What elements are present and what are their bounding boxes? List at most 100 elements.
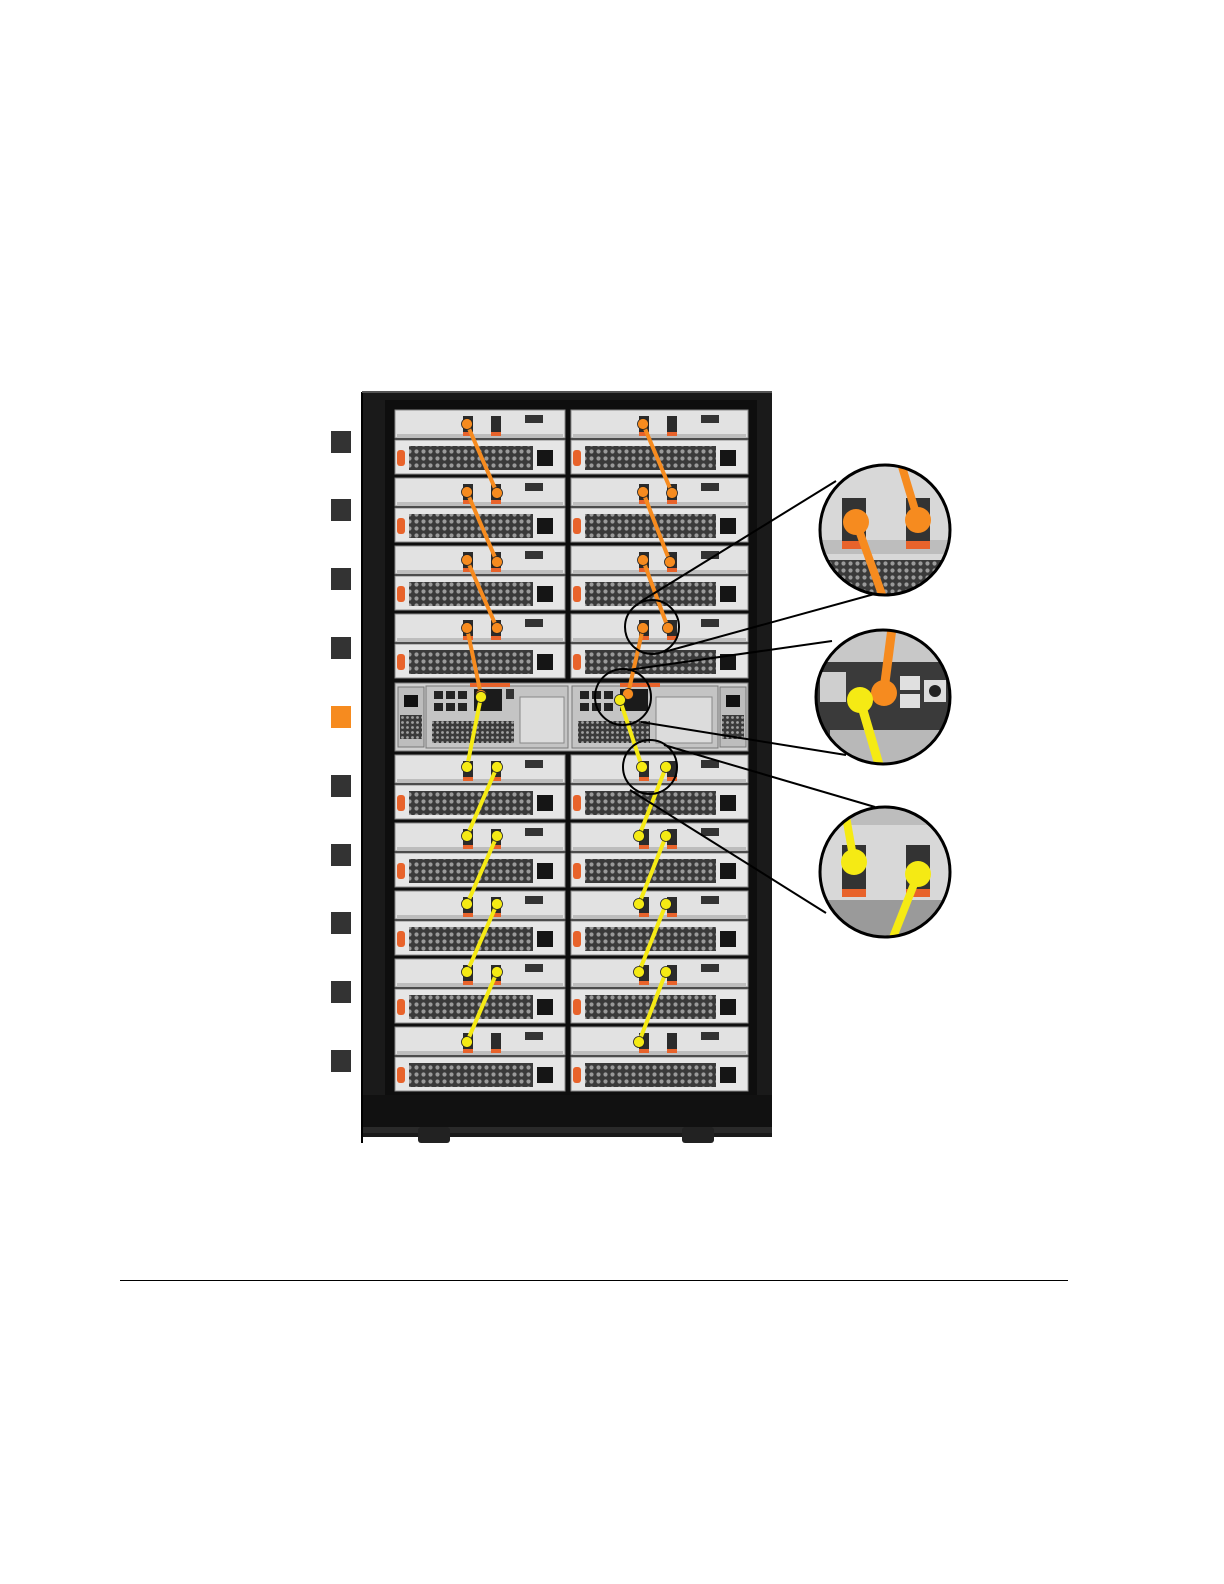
vent-grille [409, 582, 533, 606]
psu-handle [573, 795, 581, 811]
cable-connector [638, 623, 649, 634]
cable-connector [615, 695, 626, 706]
port-latch [667, 981, 677, 985]
cable-connector [661, 967, 672, 978]
rack-foot-left [418, 1127, 450, 1143]
cable-connector [847, 687, 873, 713]
ethernet-port [820, 672, 846, 702]
port-latch [639, 913, 649, 917]
status-led-block [701, 828, 719, 836]
io-module [395, 546, 565, 574]
port-latch [463, 777, 473, 781]
cable-connector [637, 762, 648, 773]
expansion-enclosure-half [395, 1027, 565, 1091]
power-inlet [726, 695, 740, 707]
ethernet-port [434, 703, 443, 711]
power-inlet [537, 863, 553, 879]
power-inlet [720, 586, 736, 602]
psu-handle [573, 518, 581, 534]
sas-port [667, 1033, 677, 1049]
row-marker [331, 1050, 351, 1072]
vent-grille [409, 446, 533, 470]
power-inlet [404, 695, 418, 707]
psu-handle [397, 450, 405, 466]
usb-port [506, 689, 514, 699]
ethernet-port [604, 703, 613, 711]
canister-latch [470, 683, 510, 687]
psu-handle [573, 931, 581, 947]
power-inlet [720, 931, 736, 947]
cable-connector [492, 967, 503, 978]
cable-connector [462, 419, 473, 430]
power-inlet [720, 863, 736, 879]
port-latch [639, 845, 649, 849]
port-latch [463, 913, 473, 917]
cable-connector [476, 692, 487, 703]
psu-handle [573, 654, 581, 670]
power-inlet [537, 654, 553, 670]
cable-connector [462, 623, 473, 634]
status-led-block [525, 619, 543, 627]
cable-connector [492, 899, 503, 910]
expansion-enclosure-half [571, 1027, 748, 1091]
io-module [571, 478, 748, 506]
expansion-enclosure-half [395, 410, 565, 474]
cable-connector [462, 899, 473, 910]
psu-handle [573, 999, 581, 1015]
status-led-block [701, 619, 719, 627]
cable-connector [663, 623, 674, 634]
port-latch [491, 1049, 501, 1053]
status-led-block [525, 896, 543, 904]
port-latch [906, 541, 930, 549]
power-inlet [537, 999, 553, 1015]
power-inlet [537, 586, 553, 602]
port-latch [667, 432, 677, 436]
psu-handle [573, 450, 581, 466]
power-inlet [720, 1067, 736, 1083]
io-module [395, 614, 565, 642]
cable-connector [661, 762, 672, 773]
row-marker [331, 431, 351, 453]
io-module-rail [397, 915, 563, 919]
port-latch [639, 777, 649, 781]
sas-port [491, 416, 501, 432]
io-module [395, 891, 565, 919]
magnified-port-icon [815, 805, 955, 945]
row-marker [331, 637, 351, 659]
psu-handle [573, 863, 581, 879]
port-latch [667, 568, 677, 572]
io-module-rail [573, 502, 746, 506]
cable-connector [492, 557, 503, 568]
io-module-rail [397, 983, 563, 987]
port-latch [667, 845, 677, 849]
status-led-block [701, 896, 719, 904]
expansion-enclosure-half [395, 614, 565, 678]
vent-grille [409, 791, 533, 815]
magnified-callouts [814, 460, 955, 945]
page-divider-rule [120, 1280, 1068, 1281]
io-module [571, 410, 748, 438]
port-latch [667, 500, 677, 504]
cable-connector [462, 555, 473, 566]
cable-connector [462, 831, 473, 842]
io-module [395, 1027, 565, 1055]
status-led-block [525, 964, 543, 972]
io-module-rail [397, 847, 563, 851]
rack-base [362, 1095, 772, 1127]
cable-connector [462, 967, 473, 978]
psu-handle [397, 586, 405, 602]
status-led-block [525, 760, 543, 768]
cable-connector [492, 623, 503, 634]
power-inlet [537, 1067, 553, 1083]
status-led-block [701, 964, 719, 972]
cable-connector [638, 555, 649, 566]
row-marker [331, 844, 351, 866]
ethernet-port [434, 691, 443, 699]
port-latch [639, 981, 649, 985]
cable-connector [841, 849, 867, 875]
port-latch [463, 981, 473, 985]
control-enclosure [395, 683, 748, 751]
io-module [571, 891, 748, 919]
io-module-rail [397, 1051, 563, 1055]
cable-connector [661, 899, 672, 910]
